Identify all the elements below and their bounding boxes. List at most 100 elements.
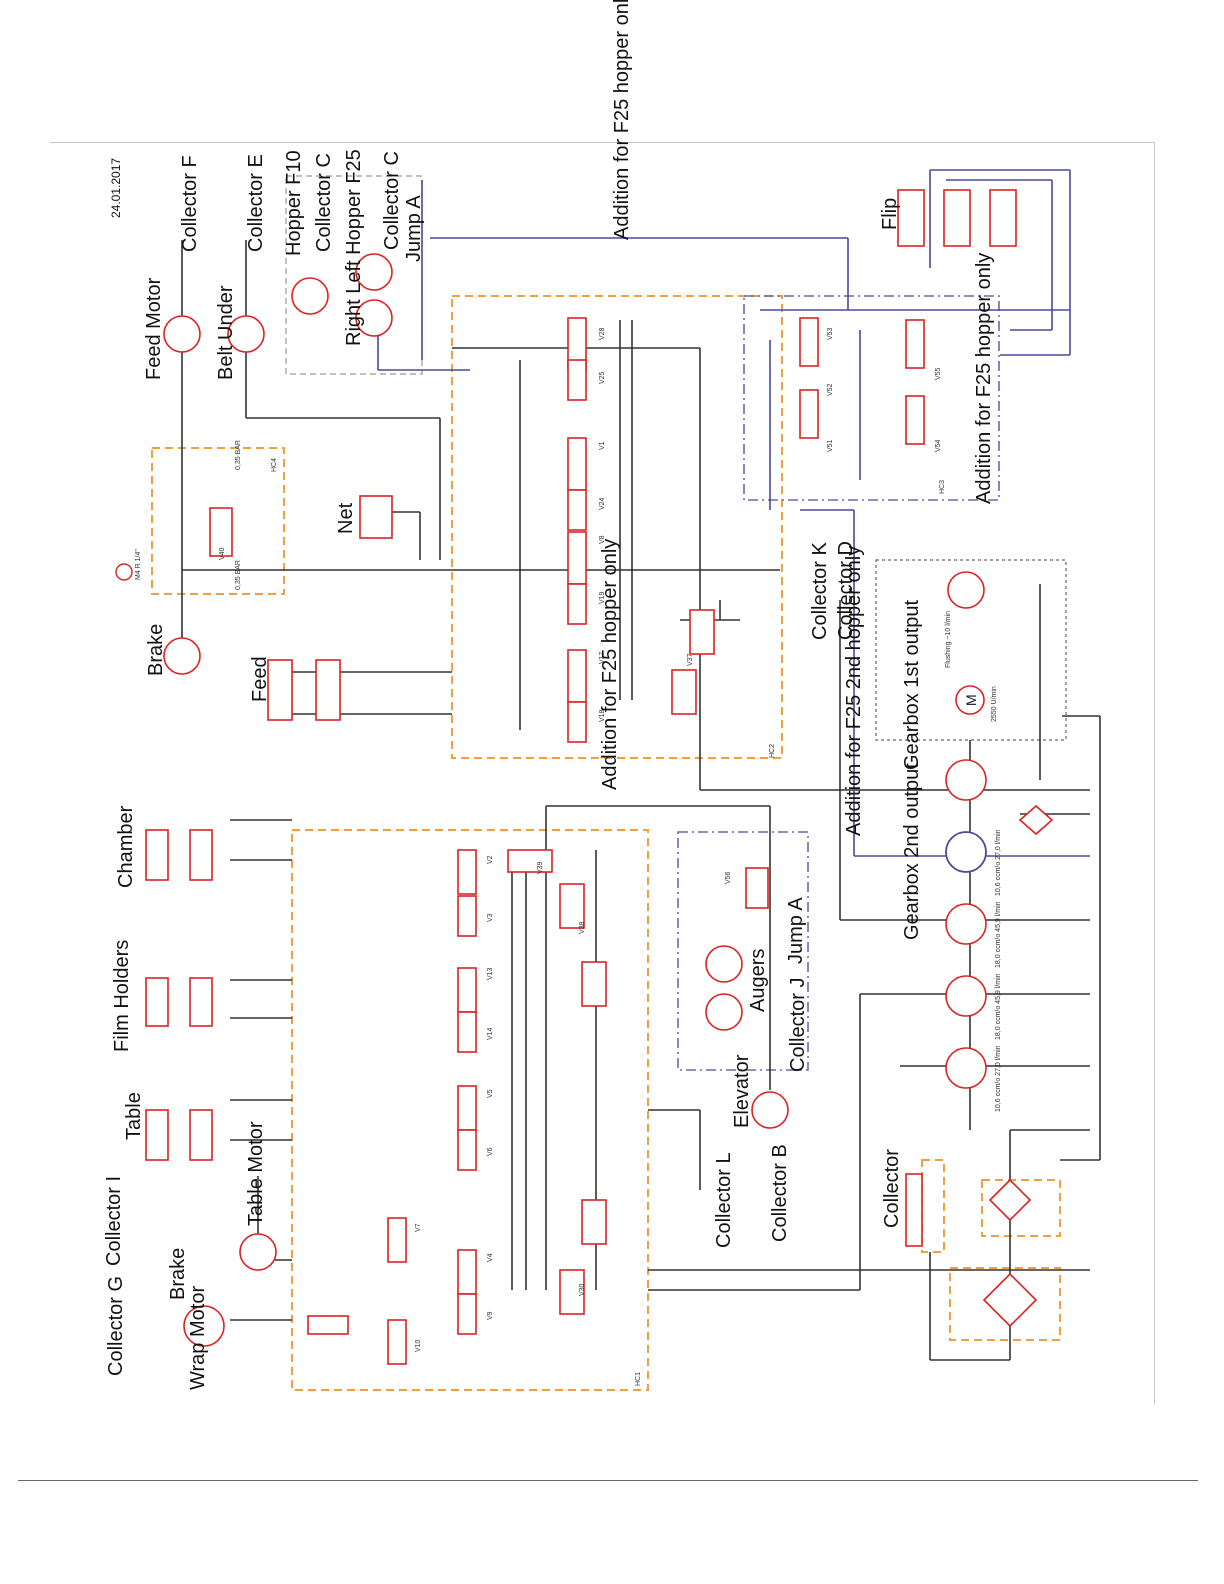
manifold-hc2-box: [451, 295, 783, 759]
collector-e-label: Collector E: [245, 154, 267, 252]
feed-label: Feed: [249, 656, 271, 702]
svg-text:V17: V17: [599, 651, 606, 664]
svg-text:18,0 ccm/o 45,9 l/min: 18,0 ccm/o 45,9 l/min: [995, 901, 1002, 968]
collector-l-label: Collector L: [713, 1152, 735, 1248]
addition-hc4-label: Addition for F25 hopper only: [973, 253, 995, 504]
svg-text:V3: V3: [487, 913, 494, 922]
right-hopper-motor-symbol: [355, 253, 393, 291]
svg-text:V7: V7: [415, 1223, 422, 1232]
feed-motor-label: Feed Motor: [143, 277, 165, 380]
svg-text:V4: V4: [487, 1253, 494, 1262]
collector-f-label: Collector F: [179, 155, 201, 252]
table-label: Table: [123, 1092, 145, 1140]
right-left-hopper-label: Right Left Hopper F25: [343, 149, 365, 346]
svg-text:V38: V38: [579, 921, 586, 934]
belt-under-motor-symbol: [227, 315, 265, 353]
collector-i-label: Collector I: [103, 1176, 125, 1266]
wrap-motor-label: Wrap Motor: [187, 1286, 209, 1390]
svg-text:10,6 ccm/o 27,0 l/min: 10,6 ccm/o 27,0 l/min: [995, 829, 1002, 896]
chamber-cylinder-1: [145, 829, 169, 881]
film-holder-cylinder-2: [189, 977, 213, 1027]
svg-text:V5: V5: [487, 1089, 494, 1098]
hopper-f10-label: Hopper F10: [283, 150, 305, 256]
manifold-hc4-box: [743, 295, 1000, 501]
svg-text:V52: V52: [827, 383, 834, 396]
belt-under-label: Belt Under: [215, 285, 237, 380]
svg-text:18,0 ccm/o 45,9 l/min: 18,0 ccm/o 45,9 l/min: [995, 973, 1002, 1040]
svg-text:HC4: HC4: [271, 458, 278, 472]
main-pump-4-symbol: [945, 1047, 987, 1089]
date-label: 24.01.2017: [109, 158, 123, 218]
jump-a-label-1: Jump A: [403, 195, 425, 262]
cylinders: [145, 189, 1017, 1161]
addition-hc2-label: Addition for F25 hopper only: [599, 539, 621, 790]
hopper-f10-motor-symbol: [291, 277, 329, 315]
table-cylinder-1: [145, 1109, 169, 1161]
collector-label: Collector: [881, 1149, 903, 1228]
svg-text:0,35 BAR: 0,35 BAR: [235, 440, 242, 470]
chamber-cylinder-2: [189, 829, 213, 881]
footer-rule: [18, 1480, 1198, 1481]
svg-text:V54: V54: [935, 439, 942, 452]
collector-k-label: Collector K: [809, 542, 831, 640]
gauge-symbol: [115, 563, 133, 581]
brake-motor-symbol: [163, 637, 201, 675]
svg-text:V25: V25: [599, 371, 606, 384]
tech-annotations: HC4 HC2 HC1 HC3 0,35 BAR 0,35 BAR M4 R 1…: [135, 327, 1002, 1386]
svg-text:V2: V2: [487, 855, 494, 864]
labels: 24.01.2017 Collector F Feed Motor Collec…: [103, 0, 995, 1390]
brake-label-2: Brake: [167, 1248, 189, 1300]
auger-motor-1-symbol: [705, 945, 743, 983]
svg-text:HC1: HC1: [635, 1372, 642, 1386]
svg-text:V8: V8: [599, 535, 606, 544]
film-holders-label: Film Holders: [111, 940, 133, 1052]
svg-text:V30: V30: [579, 1283, 586, 1296]
collector-b-label: Collector B: [769, 1144, 791, 1242]
svg-text:HC3: HC3: [939, 480, 946, 494]
manifold-hc1-box: [291, 829, 649, 1391]
manifold-hc3-box: [151, 447, 285, 595]
svg-text:2550 U/min: 2550 U/min: [991, 686, 998, 722]
valve-symbols: [209, 317, 1054, 1365]
svg-text:V9: V9: [487, 1311, 494, 1320]
film-holder-cylinder-1: [145, 977, 169, 1027]
collector-d-label: Collector D: [835, 541, 857, 640]
main-pump-1-symbol: [945, 759, 987, 801]
gearbox-box: [875, 559, 1067, 741]
table-motor-label: Table Motor: [245, 1121, 267, 1226]
feed-cylinder-1: [267, 659, 293, 721]
left-hopper-motor-symbol: [355, 299, 393, 337]
flip-cylinder-1: [897, 189, 925, 247]
collector-c-label-1: Collector C: [313, 153, 335, 252]
net-cylinder: [359, 495, 393, 539]
wrap-motor-symbol: [183, 1305, 225, 1347]
svg-text:V55: V55: [935, 367, 942, 380]
addition-top-label: Addition for F25 hopper only: [611, 0, 633, 240]
addition-gearbox-label: Addition for F25 2nd hopper only: [843, 546, 865, 836]
gearbox-2nd-pump-symbol: [945, 831, 987, 873]
jump-a-label-2: Jump A: [785, 897, 807, 964]
svg-text:V28: V28: [599, 327, 606, 340]
net-label: Net: [335, 502, 357, 534]
augers-label: Augers: [747, 949, 769, 1012]
gearbox-flush-pump-symbol: [947, 571, 985, 609]
collector-j-label: Collector J: [787, 978, 809, 1072]
svg-text:V53: V53: [827, 327, 834, 340]
filter-box-1: [981, 1179, 1061, 1237]
svg-text:V24: V24: [599, 497, 606, 510]
gearbox-2nd-label: Gearbox 2nd output: [901, 763, 923, 940]
table-cylinder-2: [189, 1109, 213, 1161]
svg-text:V39: V39: [537, 861, 544, 874]
electric-motor-symbol: [955, 685, 985, 715]
svg-text:HC2: HC2: [769, 744, 776, 758]
svg-text:M4 R 1/4": M4 R 1/4": [135, 549, 142, 580]
svg-text:V51: V51: [827, 439, 834, 452]
main-pump-2-symbol: [945, 903, 987, 945]
auger-motor-2-symbol: [705, 993, 743, 1031]
flip-cylinder-2: [943, 189, 971, 247]
collector-c-label-2: Collector C: [381, 151, 403, 250]
svg-text:0,35 BAR: 0,35 BAR: [235, 560, 242, 590]
collector-terminal-box: [921, 1159, 945, 1253]
svg-text:10,6 ccm/o 27,0 l/min: 10,6 ccm/o 27,0 l/min: [995, 1045, 1002, 1112]
jump-a-box: [677, 831, 809, 1071]
